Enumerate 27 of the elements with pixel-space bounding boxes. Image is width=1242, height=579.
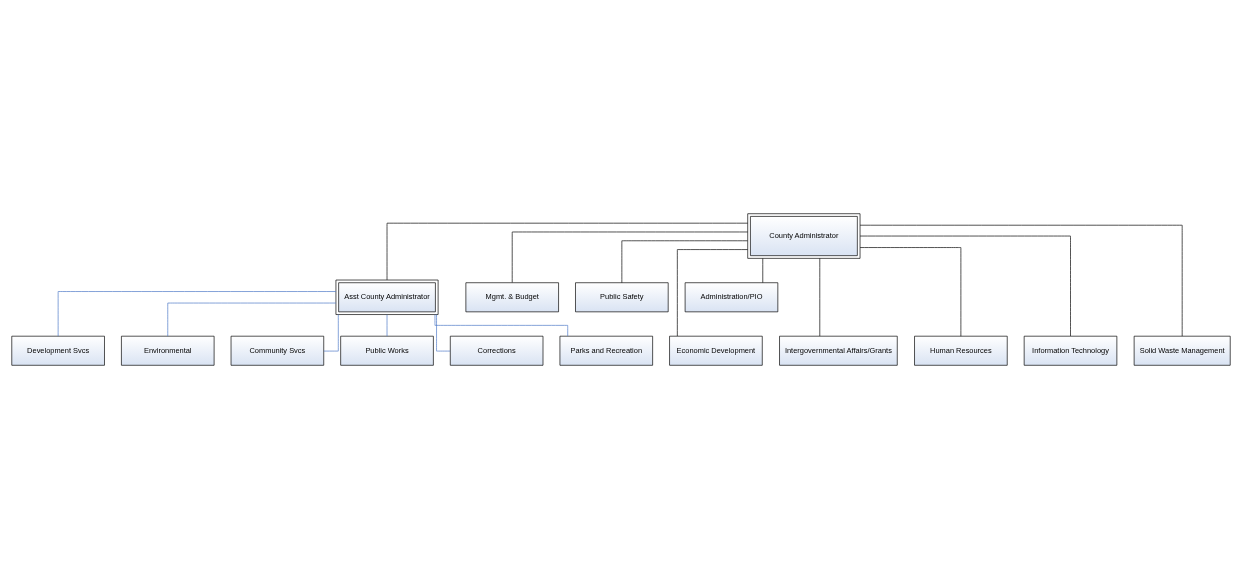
node-box: Development Svcs	[11, 335, 105, 366]
node-box: Solid Waste Management	[1133, 335, 1231, 366]
connector	[859, 247, 962, 337]
connector	[819, 258, 821, 337]
connector	[386, 314, 388, 337]
connector	[859, 235, 1071, 337]
node-box: Public Works	[340, 335, 434, 366]
connector	[323, 314, 339, 352]
connector	[386, 222, 748, 281]
node-box: Economic Development	[669, 335, 763, 366]
node-box: Administration/PIO	[684, 282, 779, 313]
connector	[621, 240, 748, 284]
connector	[762, 258, 764, 283]
connector	[167, 302, 337, 337]
node-box: Intergovernmental Affairs/Grants	[779, 335, 898, 366]
node-box: Information Technology	[1023, 335, 1118, 366]
node-box: Human Resources	[914, 335, 1008, 366]
connector	[434, 314, 569, 337]
node-box: Parks and Recreation	[559, 335, 653, 366]
node-box: Environmental	[121, 335, 215, 366]
node-box: Corrections	[449, 335, 544, 366]
connector	[57, 291, 337, 337]
node-box: Public Safety	[575, 282, 669, 313]
connector	[436, 314, 451, 352]
node-box: Mgmt. & Budget	[465, 282, 559, 313]
connector	[677, 249, 748, 337]
node-box: Community Svcs	[230, 335, 325, 366]
